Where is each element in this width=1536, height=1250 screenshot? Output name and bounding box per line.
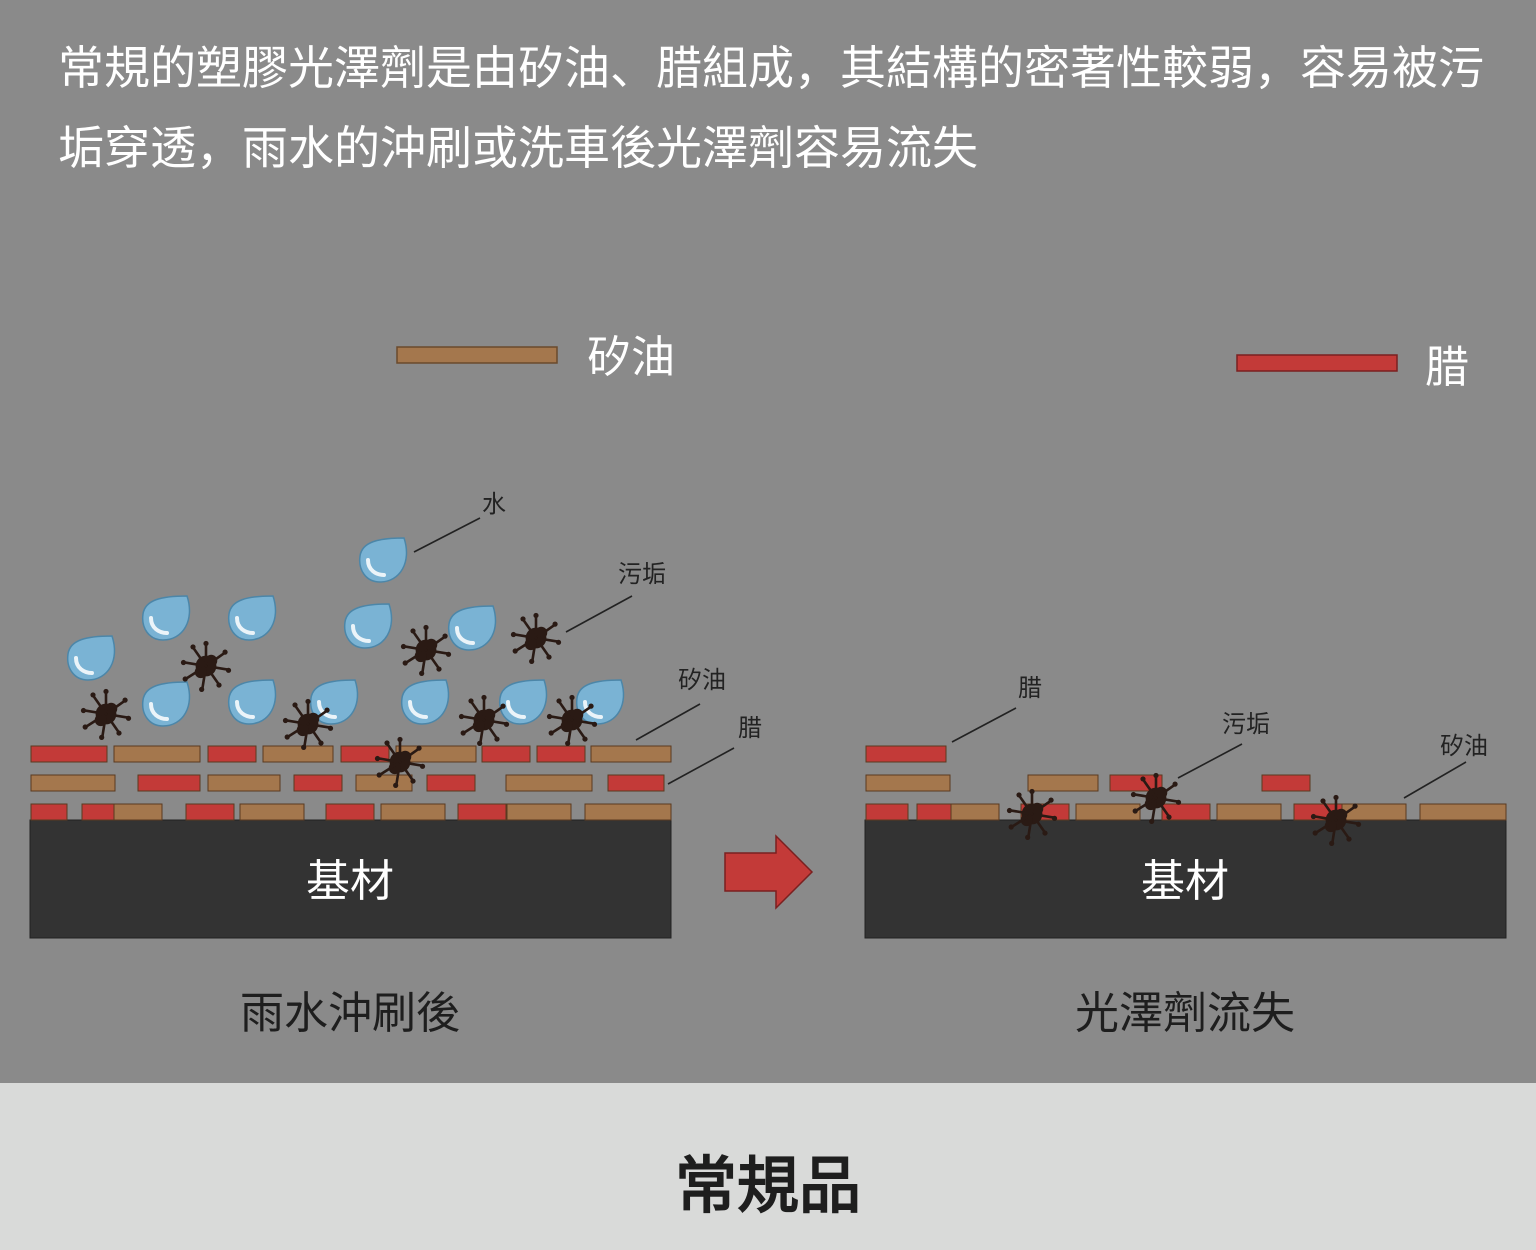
intro-text: 常規的塑膠光澤劑是由矽油、腊組成，其結構的密著性較弱，容易被污垢穿透，雨水的沖刷… [58,41,1484,175]
right-callout-silicone: 矽油 [1440,732,1488,760]
dirt-splat-icon [510,612,562,664]
right-layer-top [865,745,947,763]
footer-label: 常規品 [674,1149,861,1222]
left-substrate [29,819,672,939]
arrow-right-icon [724,834,814,910]
legend-wax-swatch [1236,354,1398,372]
right-callout-wax: 腊 [1018,674,1042,702]
left-panel: 基材 [29,490,762,939]
legend-silicone-label: 矽油 [587,332,675,383]
left-caption: 雨水沖刷後 [240,988,460,1039]
left-layer-top [30,745,672,763]
water-drop-icon [226,594,277,642]
right-caption: 光澤劑流失 [1075,988,1295,1039]
right-callout-lines [951,707,1467,799]
water-drop-icon [140,594,191,642]
right-panel: 基材 [864,674,1507,939]
legend-silicone-swatch [396,346,558,364]
right-callout-dirt: 污垢 [1222,710,1270,738]
left-callout-silicone: 矽油 [678,666,726,694]
water-drop-icon [140,680,191,728]
legend-wax-label: 腊 [1425,342,1469,393]
dirt-splat-icon [400,624,452,676]
water-drop-icon [446,604,497,652]
left-callout-wax: 腊 [738,714,762,742]
left-callout-lines [413,517,735,785]
diagram-canvas: 矽油 腊 基材 [29,332,1507,1039]
water-drop-icon [399,678,450,726]
footer-band [0,1083,1536,1250]
water-drop-icon [574,678,625,726]
left-substrate-label: 基材 [306,856,394,907]
water-drop-icon [226,678,277,726]
left-callout-water: 水 [482,490,506,518]
dirt-splat-icon [80,688,132,740]
water-drop-icon [65,634,116,682]
right-substrate [864,819,1507,939]
left-layer-middle [30,774,665,792]
right-substrate-label: 基材 [1141,856,1229,907]
water-drop-icon [342,602,393,650]
water-drop-icon [497,678,548,726]
right-layer-middle [865,774,1311,792]
left-layer-bottom [30,803,672,821]
water-drop-icon [357,536,408,584]
right-layer-bottom [865,803,1507,821]
left-callout-dirt: 污垢 [618,560,666,588]
